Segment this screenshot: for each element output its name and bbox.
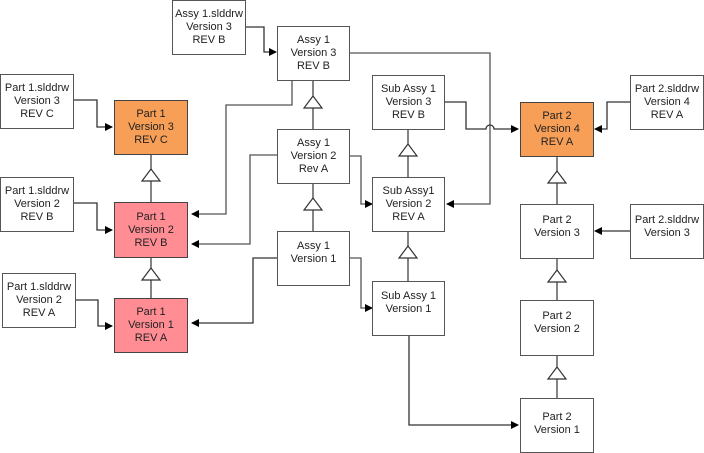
node-line: REV A (650, 109, 684, 121)
succession-part2-v3-to-v4 (546, 156, 568, 204)
node-line: Sub Assy1 (382, 185, 435, 197)
succession-sub1-v1-to-v2 (397, 231, 419, 281)
node-line: Version 3 (385, 96, 432, 108)
node-line: Version 3 (290, 47, 337, 59)
node-part1-drawing-v2-rev-b[interactable]: Part 1.slddrw Version 2 REV B (0, 177, 74, 232)
node-line: Assy 1.slddrw (175, 8, 243, 20)
edge-part1-drw-v2a-to-part1-v1 (75, 299, 113, 330)
node-part1-drawing-v2-rev-a[interactable]: Part 1.slddrw Version 2 REV A (2, 273, 76, 328)
edge-part1-drw-v3-to-part1-v3 (73, 99, 113, 131)
node-line: Version 4 (644, 96, 690, 108)
node-line: REV B (134, 236, 168, 249)
node-line: Part 2.slddrw (634, 83, 700, 95)
node-line: Assy 1 (296, 34, 330, 46)
node-line: Version 2 (290, 150, 337, 162)
edge-assy1-v1-to-sub1-v1 (350, 257, 373, 312)
node-line: REV A (540, 136, 574, 148)
node-line: Part 2 (542, 310, 572, 322)
succession-sub1-v2-to-v3 (397, 129, 419, 178)
node-line: Version 2 (385, 198, 432, 210)
node-part1-v3[interactable]: Part 1 Version 3 REV C (114, 100, 188, 155)
node-part2-v3[interactable]: Part 2 Version 3 (520, 204, 594, 259)
node-line: Version 2 (16, 294, 62, 306)
node-line: REV A (392, 211, 425, 223)
node-line: Version 4 (534, 123, 580, 135)
node-part2-drawing-v4[interactable]: Part 2.slddrw Version 4 REV A (630, 75, 704, 130)
node-sub-assy1-v3[interactable]: Sub Assy 1 Version 3 REV B (372, 75, 445, 130)
node-line: Part 2 (542, 411, 572, 423)
node-line: Part 2 (542, 110, 572, 122)
edge-assy1-v1-to-part1-v1 (191, 257, 278, 327)
node-line: Part 1.slddrw (6, 281, 72, 293)
node-assy1-drawing-v3[interactable]: Assy 1.slddrw Version 3 REV B (172, 0, 246, 55)
node-assy1-v3[interactable]: Assy 1 Version 3 REV B (277, 26, 350, 81)
edge-assy1-v2-to-sub1-v2 (350, 155, 373, 208)
node-line: REV B (192, 34, 226, 46)
node-part2-v2[interactable]: Part 2 Version 2 (520, 300, 594, 356)
node-line: Version 1 (534, 424, 580, 436)
node-part1-v1[interactable]: Part 1 Version 1 REV A (114, 298, 188, 353)
node-line: REV A (134, 332, 168, 344)
node-part2-v4[interactable]: Part 2 Version 4 REV A (520, 102, 594, 157)
edge-part1-drw-v2b-to-part1-v2 (73, 202, 113, 234)
node-part2-v1[interactable]: Part 2 Version 1 (520, 398, 594, 453)
node-line: Version 3 (186, 21, 232, 33)
node-assy1-v2[interactable]: Assy 1 Version 2 Rev A (277, 129, 350, 184)
node-sub-assy1-v1[interactable]: Sub Assy 1 Version 1 (372, 281, 445, 336)
node-line: Part 2.slddrw (634, 214, 700, 226)
node-line: Part 1.slddrw (4, 185, 70, 197)
succession-part1-v1-to-v2 (140, 258, 162, 298)
node-line: Version 2 (534, 323, 580, 335)
node-part2-drawing-v3[interactable]: Part 2.slddrw Version 3 (630, 204, 704, 259)
succession-part2-v2-to-v3 (546, 258, 568, 300)
edge-assy1-v3-to-part1-v2 (191, 81, 293, 218)
succession-part2-v1-to-v2 (546, 355, 568, 398)
node-line: Version 3 (534, 227, 580, 239)
node-line: Version 1 (385, 303, 432, 315)
node-sub-assy1-v2[interactable]: Sub Assy1 Version 2 REV A (372, 177, 445, 232)
edge-part2-drw-v4-to-part2-v4 (594, 101, 630, 133)
node-line: REV C (134, 134, 168, 146)
node-line: Version 1 (290, 253, 337, 265)
node-line: Assy 1 (296, 137, 330, 149)
edge-sub1-v1-to-part2-v1 (408, 335, 519, 429)
node-line: Version 3 (644, 227, 690, 239)
node-part1-v2[interactable]: Part 1 Version 2 REV B (114, 202, 188, 258)
node-line: Rev A (298, 163, 329, 175)
node-line: REV A (22, 307, 56, 319)
node-line: Part 1.slddrw (4, 82, 70, 94)
node-line: Assy 1 (296, 240, 330, 252)
node-line: Part 1 (136, 210, 166, 223)
node-line: REV B (391, 109, 425, 121)
node-line: Version 2 (128, 223, 174, 236)
node-line: Part 1 (136, 306, 166, 318)
node-line: Part 2 (542, 214, 572, 226)
node-assy1-v1[interactable]: Assy 1 Version 1 (277, 231, 350, 286)
node-line: Version 2 (14, 198, 60, 210)
succession-assy1-v2-to-v3 (302, 80, 324, 130)
edge-assy-drw-v3-to-assy1-v3 (246, 26, 277, 56)
succession-assy1-v1-to-v2 (302, 183, 324, 232)
node-line: Part 1 (136, 108, 166, 120)
edge-assy1-v3-to-sub1-v2 (350, 52, 491, 208)
edge-sub1-v3-to-part2-v4 (445, 101, 519, 133)
node-line: REV C (20, 108, 54, 120)
node-line: Version 1 (128, 319, 174, 331)
node-line: Version 3 (14, 95, 60, 107)
edge-assy1-v2-to-part1-v2 (191, 154, 278, 248)
node-part1-drawing-v3[interactable]: Part 1.slddrw Version 3 REV C (0, 74, 74, 129)
succession-part1-v2-to-v3 (140, 155, 162, 202)
node-line: REV B (20, 211, 54, 223)
node-line: Sub Assy 1 (380, 290, 437, 302)
node-line: Version 3 (128, 121, 174, 133)
node-line: Sub Assy 1 (380, 83, 437, 95)
node-line: REV B (296, 60, 330, 72)
